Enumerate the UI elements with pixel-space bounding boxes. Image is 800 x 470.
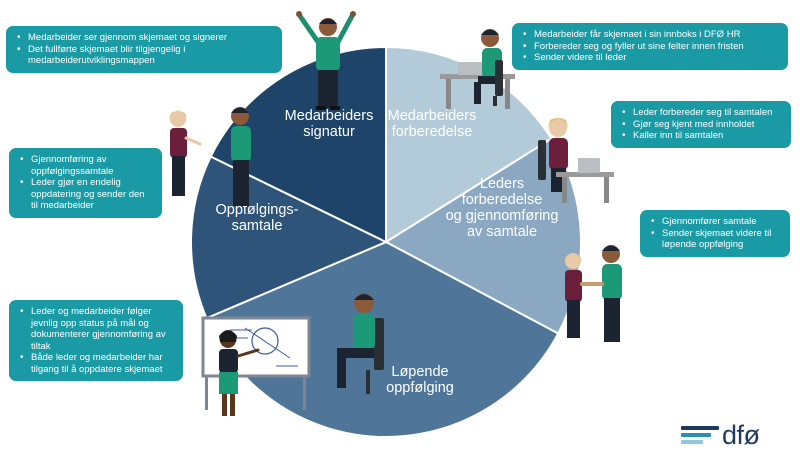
wheel-label-line: Leders [480, 176, 524, 192]
employee-desk-figure [440, 29, 515, 109]
logo-text: dfø [722, 419, 760, 450]
manager-desk-figure [538, 118, 614, 203]
callout-medarbeider-forberedelse: Medarbeider får skjemaet i sin innboks i… [512, 23, 788, 70]
handshake-figures [564, 245, 622, 342]
callout-item: Gjennomfører samtale [651, 216, 782, 228]
callout-item: Leder gjør en endelig oppdatering og sen… [20, 177, 154, 212]
callout-item: Medarbeider får skjemaet i sin innboks i… [523, 29, 780, 41]
conversation-figures [169, 107, 251, 206]
wheel-label-line: samtale [232, 218, 283, 234]
callout-item: Leder og medarbeider følger jevnlig opp … [20, 306, 175, 352]
logo-bar [681, 440, 703, 444]
logo-bar [681, 433, 711, 437]
callout-item: Sender skjemaet videre til løpende oppfø… [651, 228, 782, 251]
wheel-label-line: oppfølging [386, 380, 454, 396]
employee-cheering-figure [296, 11, 356, 110]
wheel-label-line: forberedelse [392, 124, 473, 140]
logo-bars-icon [681, 424, 719, 446]
wheel-label-line: Medarbeiders [388, 108, 477, 124]
callout-item: Leder forbereder seg til samtalen [622, 107, 783, 119]
wheel-sectors [190, 45, 582, 438]
callout-item: Både leder og medarbeider har tilgang ti… [20, 352, 175, 375]
callout-item: Medarbeider ser gjennom skjemaet og sign… [17, 32, 274, 44]
callout-item: Det fullførte skjemaet blir tilgjengelig… [17, 44, 274, 67]
callout-oppfolgingssamtale: Gjennomføring av oppfølgingssamtale Lede… [9, 148, 162, 218]
callout-item: Sender videre til leder [523, 52, 780, 64]
callout-item: Gjør seg kjent med innholdet [622, 119, 783, 131]
callout-lopende: Leder og medarbeider følger jevnlig opp … [9, 300, 183, 381]
wheel-label-line: signatur [303, 124, 355, 140]
callout-item: Kaller inn til samtalen [622, 130, 783, 142]
wheel-sector-medarbeiders-signatur [209, 45, 387, 244]
callout-leder-forberedelse: Leder forbereder seg til samtalen Gjør s… [611, 101, 791, 148]
callout-samtale: Gjennomfører samtale Sender skjemaet vid… [640, 210, 790, 257]
wheel-label-line: Oppfølgings- [215, 202, 298, 218]
wheel-label-line: Medarbeiders [285, 108, 374, 124]
callout-item: Gjennomføring av oppfølgingssamtale [20, 154, 154, 177]
callout-item: Forbereder seg og fyller ut sine felter … [523, 41, 780, 53]
wheel-label-line: Løpende [391, 364, 448, 380]
dfo-logo: dfø [681, 420, 777, 450]
whiteboard-presenter-figure [201, 316, 311, 416]
seated-employee-figure [337, 293, 384, 394]
wheel-label-line: av samtale [467, 224, 537, 240]
wheel-label-line: og gjennomføring [446, 208, 559, 224]
logo-bar [681, 426, 719, 430]
wheel-label-line: forberedelse [462, 192, 543, 208]
callout-signatur: Medarbeider ser gjennom skjemaet og sign… [6, 26, 282, 73]
